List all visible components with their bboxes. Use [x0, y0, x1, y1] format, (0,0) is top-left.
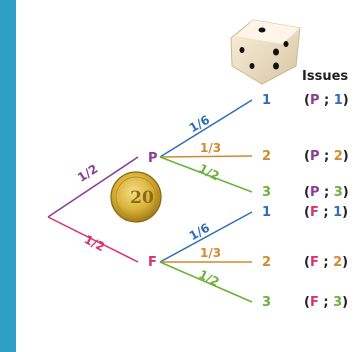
- outcome-open-paren: (: [304, 93, 310, 108]
- prob-label-p-2: 1/3: [200, 141, 221, 155]
- branch-f-1: [159, 211, 253, 263]
- outcome-letter: P: [310, 93, 320, 108]
- svg-text:(P ; 3): (P ; 3): [304, 185, 349, 200]
- branch-p-1: [159, 99, 253, 158]
- prob-label-f-1: 1/6: [187, 221, 212, 244]
- outcome-f-1: (F ; 1): [304, 205, 348, 220]
- outcome-letter: F: [310, 205, 319, 220]
- leaf-p-1: 1: [262, 93, 271, 108]
- leaf-f-1-visible: 1: [262, 205, 271, 220]
- outcome-open-paren: (: [304, 295, 310, 310]
- node-p-label: P: [148, 151, 158, 166]
- svg-text:(F ; 3): (F ; 3): [304, 295, 348, 310]
- prob-label-root-f: 1/2: [82, 232, 107, 254]
- die-icon: [230, 19, 301, 85]
- branch-f-3: [159, 261, 253, 303]
- outcome-number: 2: [333, 255, 342, 270]
- outcome-p-1: (P ; 1): [304, 93, 349, 108]
- outcome-close-paren: ): [343, 149, 349, 164]
- outcome-close-paren: ): [342, 205, 348, 220]
- outcome-open-paren: (: [304, 205, 310, 220]
- branch-root-p: [47, 156, 139, 218]
- outcome-close-paren: ): [343, 185, 349, 200]
- branch-root-f: [47, 216, 139, 263]
- outcome-letter: F: [310, 255, 319, 270]
- leaf-f-3: 3: [262, 295, 271, 310]
- outcome-sep: ;: [319, 205, 333, 220]
- outcome-sep: ;: [319, 93, 333, 108]
- prob-label-p-3: 1/2: [196, 161, 221, 183]
- outcome-letter: P: [310, 149, 320, 164]
- prob-label-f-3: 1/2: [196, 267, 221, 289]
- issues-header: Issues: [302, 69, 348, 84]
- outcome-number: 3: [333, 295, 342, 310]
- prob-label-p-1: 1/6: [187, 113, 212, 136]
- svg-text:(F ; 1): (F ; 1): [304, 205, 348, 220]
- outcome-p-2: (P ; 2): [304, 149, 349, 164]
- branch-p-3: [159, 156, 253, 193]
- prob-label-f-2: 1/3: [200, 246, 221, 260]
- outcome-open-paren: (: [304, 149, 310, 164]
- outcome-f-2: (F ; 2): [304, 255, 348, 270]
- outcome-number: 3: [334, 185, 343, 200]
- outcome-number: 1: [334, 93, 343, 108]
- node-f-label: F: [148, 255, 157, 270]
- svg-text:(F ; 2): (F ; 2): [304, 255, 348, 270]
- leaf-f-2: 2: [262, 255, 271, 270]
- outcome-close-paren: ): [342, 255, 348, 270]
- outcome-sep: ;: [319, 185, 333, 200]
- outcome-p-3: (P ; 3): [304, 185, 349, 200]
- svg-text:(P ; 2): (P ; 2): [304, 149, 349, 164]
- outcome-number: 2: [334, 149, 343, 164]
- outcome-number: 1: [333, 205, 342, 220]
- coin-text: 20: [130, 188, 154, 208]
- outcome-open-paren: (: [304, 255, 310, 270]
- outcome-close-paren: ): [343, 93, 349, 108]
- branch-p-2: [159, 155, 253, 158]
- outcome-letter: F: [310, 295, 319, 310]
- outcome-sep: ;: [319, 149, 333, 164]
- leaf-p-2: 2: [262, 149, 271, 164]
- leaf-p-3: 3: [262, 185, 271, 200]
- outcome-letter: P: [310, 185, 320, 200]
- outcome-open-paren: (: [304, 185, 310, 200]
- svg-text:(P ; 1): (P ; 1): [304, 93, 349, 108]
- outcome-close-paren: ): [342, 295, 348, 310]
- outcome-sep: ;: [319, 255, 333, 270]
- prob-label-root-p: 1/2: [75, 162, 100, 185]
- coin-icon: 20: [110, 171, 162, 223]
- outcome-sep: ;: [319, 295, 333, 310]
- diagram-panel: [16, 0, 360, 352]
- outcome-f-3: (F ; 3): [304, 295, 348, 310]
